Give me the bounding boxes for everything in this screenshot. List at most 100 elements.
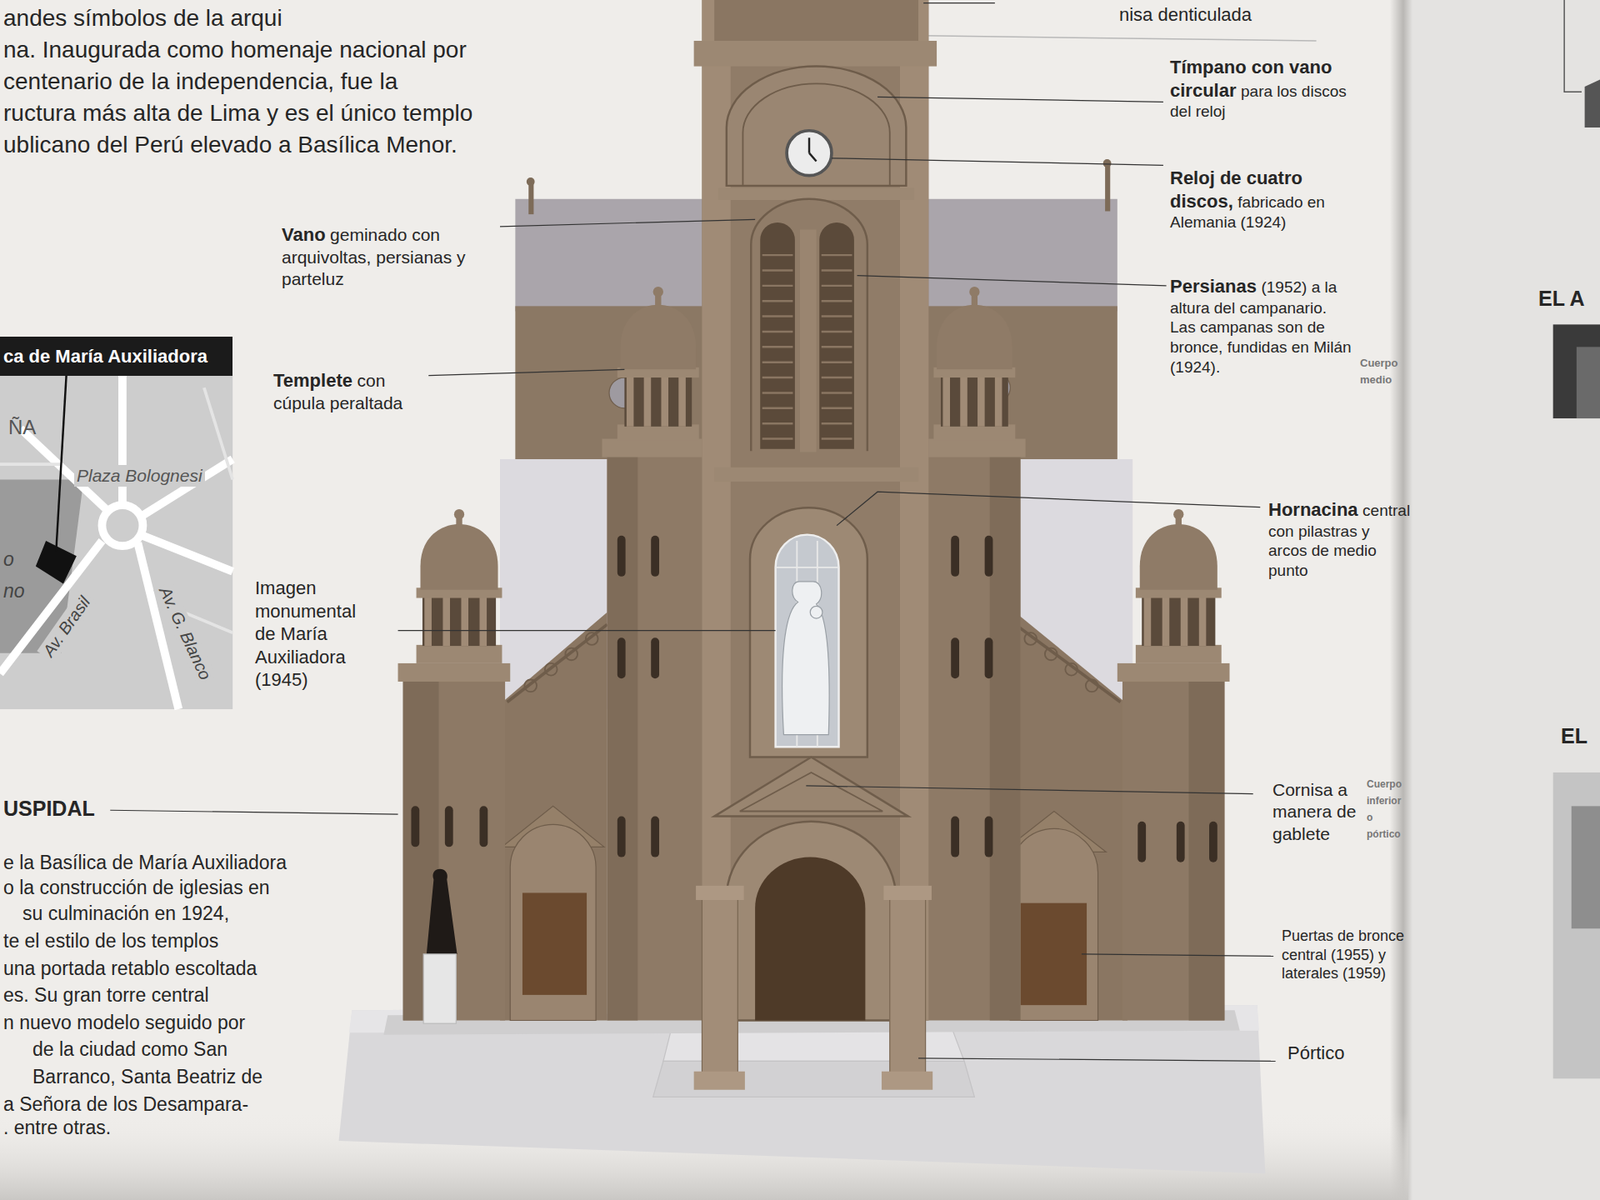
outer-tower (1141, 596, 1215, 646)
body-text: e la Basílica de María Auxiliadora (3, 851, 287, 874)
body-text-group: su culminación en 1924, (22, 901, 230, 926)
outer-tower (1140, 524, 1218, 590)
inner-tower (950, 637, 960, 679)
callout-text: Persianas (1170, 275, 1257, 297)
central-tower (742, 83, 890, 185)
callout-text: Pórtico (1287, 1042, 1345, 1064)
body-text-group: te el estilo de los templos (3, 929, 219, 954)
callout-text-group: Hornacinacentral con pilastras y arcos d… (1268, 498, 1385, 581)
section-heading: USPIDAL (3, 796, 95, 820)
inner-tower (918, 286, 1026, 1020)
callout-text-group: Reloj de cuatro discos,fabricado en Alem… (1170, 166, 1358, 233)
page-background (1408, 0, 1600, 1200)
body-text-group: es. Su gran torre central (3, 983, 210, 1008)
central-tower (810, 605, 823, 619)
inner-tower (650, 816, 660, 858)
map-inset (0, 375, 233, 710)
callout-text-group: Tímpano con vano circularpara los discos… (1170, 55, 1358, 122)
central-tower (762, 437, 794, 440)
platform (339, 1005, 1266, 1174)
outer-tower (480, 805, 489, 847)
outer-tower (422, 596, 496, 646)
outer-tower (398, 663, 511, 682)
side-facade (524, 680, 537, 693)
nave-roof (526, 177, 535, 186)
body-text: Barranco, Santa Beatriz de (32, 1065, 263, 1088)
inner-tower (617, 816, 626, 858)
central-tower (762, 254, 794, 256)
leader-line (500, 219, 755, 227)
central-tower (800, 230, 817, 453)
nave-roof (515, 199, 705, 312)
central-tower (694, 1071, 745, 1090)
side-facade (1020, 903, 1087, 1005)
central-tower (750, 507, 868, 757)
central-tower (821, 330, 853, 333)
bracket-line (923, 0, 1582, 92)
intro-text: na. Inaugurada como homenaje nacional po… (3, 36, 467, 63)
platform (653, 1060, 975, 1097)
section-heading: EL A (1538, 286, 1585, 310)
outer-tower (398, 509, 1230, 1020)
section-tag: Cuerpo medio (1360, 356, 1399, 386)
central-tower (760, 222, 795, 450)
section-heading: EL (1560, 724, 1588, 748)
leader-line (877, 96, 1164, 102)
side-facade (522, 892, 587, 995)
intro-text-group: andes símbolos de la arqui (3, 3, 283, 33)
central-tower (726, 821, 896, 1021)
inner-tower (607, 454, 705, 1021)
intro-text: ructura más alta de Lima y es el único t… (3, 100, 473, 126)
central-tower (821, 345, 853, 348)
central-tower (782, 581, 830, 735)
section-heading-group: EL A (1538, 285, 1585, 312)
section-tag: Cuerpo inferior o pórtico (1366, 778, 1402, 840)
inner-tower (650, 637, 660, 679)
leader-line (836, 491, 1260, 525)
central-tower (821, 360, 853, 363)
side-facade (585, 632, 599, 645)
central-tower (821, 254, 853, 256)
outer-tower (1173, 509, 1184, 520)
body-text: n nuevo modelo seguido por (3, 1011, 245, 1034)
inner-tower (995, 375, 1003, 427)
page-background (1390, 0, 1413, 1200)
inner-tower (644, 375, 652, 427)
central-tower (786, 130, 832, 176)
inner-tower (990, 454, 1021, 1021)
outer-tower (1180, 596, 1189, 646)
outer-tower (398, 509, 511, 1020)
body-text: su culminación en 1924, (22, 902, 230, 925)
inner-tower (601, 439, 710, 458)
map-label-group: Plaza Bolognesi (74, 465, 205, 487)
inner-tower (660, 375, 669, 427)
map-inset (142, 535, 233, 572)
central-tower (821, 391, 853, 394)
callout-text-group: Vanogeminado con arquivoltas, persianas … (281, 223, 486, 290)
map-label-group: no (3, 579, 25, 604)
central-tower (762, 269, 794, 271)
leader-line (1081, 954, 1274, 956)
leader-line (831, 158, 1164, 166)
outer-tower (420, 524, 498, 590)
map-header-band: ca de María Auxiliadora (0, 336, 233, 376)
central-tower (821, 376, 853, 379)
map-inset (0, 387, 233, 633)
inner-tower (936, 305, 1013, 370)
inner-tower (923, 454, 1020, 1021)
side-facade (545, 663, 558, 676)
outer-tower (1176, 821, 1185, 863)
callout-text-group: Puertas de bronce central (1955) y later… (1281, 926, 1405, 984)
central-tower (762, 360, 794, 363)
central-tower (821, 422, 853, 425)
outer-tower (1199, 596, 1207, 646)
inner-tower (624, 375, 692, 427)
inner-tower (977, 375, 985, 427)
leader-line (805, 785, 1253, 795)
outer-tower (460, 596, 469, 646)
central-tower (762, 422, 794, 425)
side-facade (1015, 612, 1128, 1021)
inner-tower (626, 375, 635, 427)
